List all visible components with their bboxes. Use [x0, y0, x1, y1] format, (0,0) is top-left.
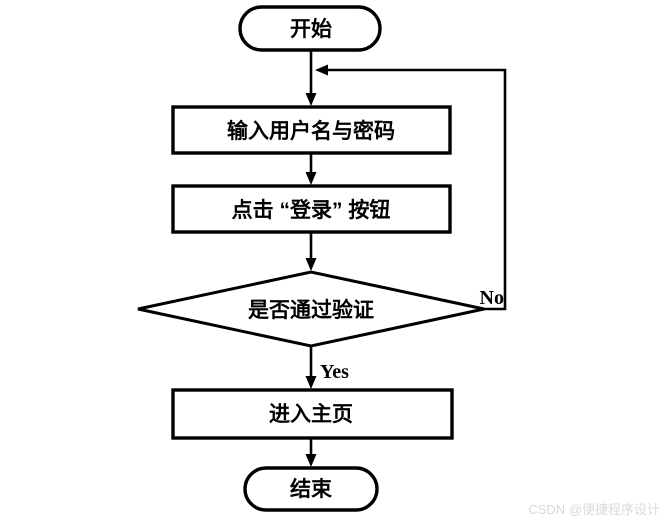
process-shape — [171, 105, 452, 155]
arrowhead-left-icon — [315, 64, 328, 76]
edge-click-to-verify — [305, 232, 317, 271]
node-verify-label: 是否通过验证 — [248, 298, 374, 322]
node-start: 开始 — [238, 5, 382, 52]
node-end-label: 结束 — [290, 477, 333, 501]
node-click-label: 点击 “登录” 按钮 — [232, 198, 391, 222]
edge-verify-to-home: Yes — [305, 346, 349, 389]
arrowhead-down-icon — [305, 454, 317, 467]
edge-input-to-click — [305, 153, 317, 185]
edge-label-no: No — [480, 287, 504, 309]
process-shape — [171, 184, 452, 234]
node-input: 输入用户名与密码 — [171, 105, 452, 155]
arrowhead-down-icon — [305, 93, 317, 106]
node-end: 结束 — [243, 466, 379, 512]
edge-line — [322, 68, 507, 311]
node-start-label: 开始 — [290, 17, 332, 41]
edge-start-to-input — [305, 50, 317, 106]
arrowhead-down-icon — [305, 258, 317, 271]
start-terminator-shape — [238, 5, 382, 52]
edge-verify-no-loop: No — [315, 64, 507, 311]
arrowhead-down-icon — [305, 172, 317, 185]
node-home: 进入主页 — [171, 388, 454, 440]
node-home-label: 进入主页 — [269, 403, 353, 426]
node-click: 点击 “登录” 按钮 — [171, 184, 452, 234]
node-input-label: 输入用户名与密码 — [227, 119, 395, 143]
edge-home-to-end — [305, 438, 317, 467]
decision-diamond-shape — [137, 270, 485, 348]
edge-label-yes: Yes — [320, 361, 349, 383]
process-shape — [171, 388, 454, 440]
watermark: CSDN @便捷程序设计 — [528, 502, 660, 517]
end-terminator-shape — [243, 466, 379, 512]
node-verify: 是否通过验证 — [137, 270, 485, 348]
arrowhead-down-icon — [305, 376, 317, 389]
